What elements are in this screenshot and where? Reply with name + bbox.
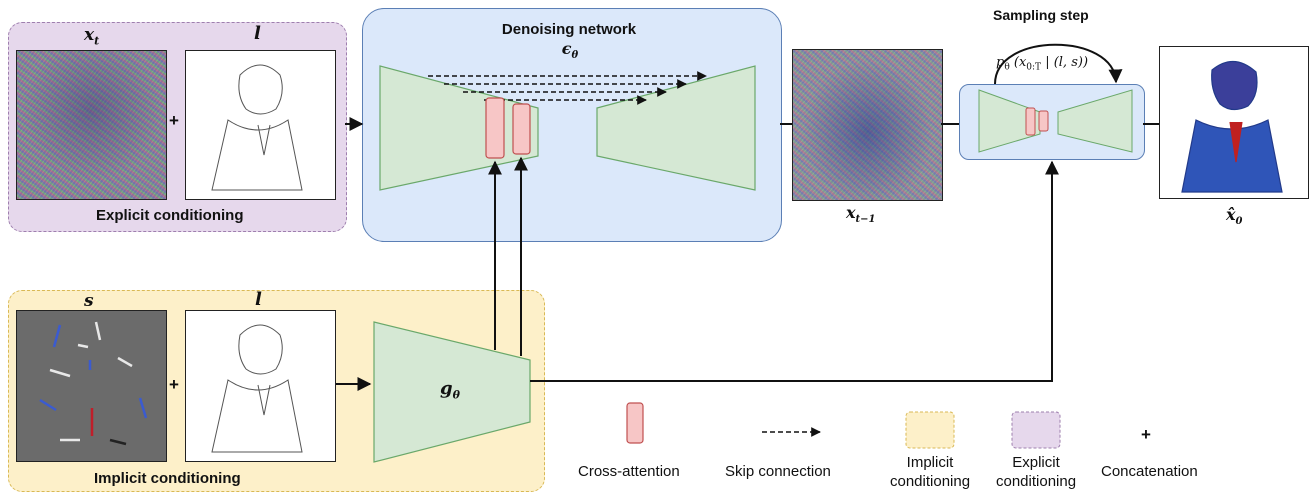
xt-minus-1-label: xt−1 (846, 203, 876, 226)
concat-plus-bottom: + (169, 375, 179, 394)
legend-skip-connection-label: Skip connection (725, 463, 831, 480)
xt-label: xt (84, 25, 100, 48)
legend-cross-attention-label: Cross-attention (578, 463, 680, 480)
sampling-attn-1 (1025, 107, 1036, 136)
denoising-network-title: Denoising network (501, 21, 637, 38)
encoder-g-theta (373, 321, 531, 463)
legend-concatenation-label: Concatenation (1101, 463, 1198, 480)
legend-implicit-swatch (905, 411, 955, 449)
sampling-loop-arrow (994, 43, 1123, 85)
implicit-conditioning-title: Implicit conditioning (94, 470, 241, 487)
lineart-sketch-top (211, 64, 303, 191)
legend-explicit-swatch (1011, 411, 1061, 449)
epsilon-theta-label: ϵθ (561, 39, 579, 62)
l-label-bottom: l (255, 289, 262, 310)
l-label-top: l (254, 23, 261, 44)
sampling-attn-2 (1038, 110, 1049, 132)
concat-plus-top: + (169, 111, 179, 130)
lineart-sketch-bottom (211, 324, 303, 453)
sampling-formula: pθ (x0:T | (l, s)) (996, 55, 1089, 73)
noisy-image-xt (16, 50, 167, 200)
sampling-encoder (978, 89, 1041, 153)
strokes-sketch (39, 321, 148, 446)
x0-hat-label: x̂0 (1226, 205, 1243, 228)
lineart-image-l-top (185, 50, 336, 200)
strokes-image-s (16, 310, 167, 462)
cross-attention-block-2 (512, 103, 531, 155)
output-figure-sketch (1181, 60, 1283, 193)
explicit-conditioning-title: Explicit conditioning (96, 207, 244, 224)
legend-concat-symbol: + (1141, 425, 1151, 444)
legend-cross-attention-swatch (626, 402, 644, 444)
lineart-image-l-bottom (185, 310, 336, 462)
noisy-image-xt-minus-1 (792, 49, 943, 201)
sampling-decoder (1057, 89, 1133, 153)
s-label: s (84, 291, 94, 311)
g-theta-label: gθ (440, 378, 460, 402)
cross-attention-block-1 (485, 97, 505, 159)
sampling-step-title: Sampling step (993, 7, 1089, 23)
denoiser-encoder (379, 65, 539, 191)
